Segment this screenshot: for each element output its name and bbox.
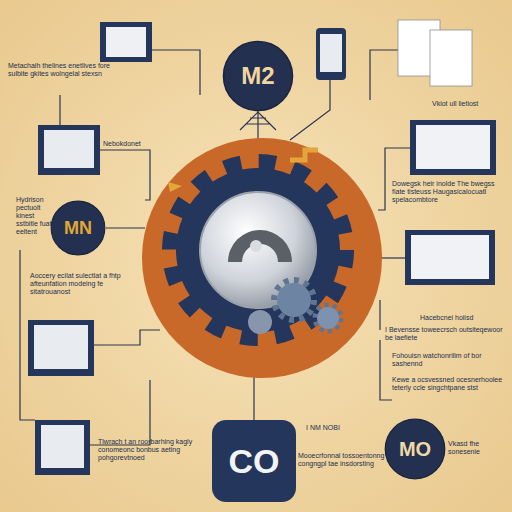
leader-line	[106, 227, 145, 228]
leader-line	[370, 50, 400, 100]
leader-line	[100, 150, 150, 200]
badge-text: MN	[64, 218, 92, 239]
screen	[44, 130, 94, 168]
orange-disc	[142, 138, 382, 378]
leader-line	[380, 300, 392, 400]
small-gear	[317, 307, 339, 329]
note-text: I Bevensse toweecrsch outsiteqewoor be l…	[385, 326, 507, 342]
gear-teeth	[170, 162, 346, 338]
note-text: Vkasd fhe sonesenie	[448, 440, 508, 456]
note-text: I NM NOBI	[306, 424, 346, 432]
badge-circle: MN	[50, 200, 106, 256]
note-text: Nebokdonet	[103, 140, 163, 148]
note-text: Dowegsk heir inolde The bwegss fiate tis…	[392, 180, 508, 204]
leader-line	[150, 50, 200, 95]
badge-circle: MO	[384, 418, 446, 480]
note-text: Metachaih thelines enetlives fore sulbit…	[8, 62, 123, 78]
note-text: Hydrison pectuolt kinest sstbitle fuat e…	[16, 196, 52, 236]
small-gear	[248, 310, 272, 334]
small-gear	[315, 305, 341, 331]
arrow-symbol	[168, 182, 182, 192]
small-gear	[277, 283, 311, 317]
badge-text: CO	[229, 442, 280, 481]
device-icons	[28, 20, 496, 475]
screen	[320, 34, 342, 72]
leader-line	[93, 330, 160, 345]
note-text: Tlwrach t an roorbarhing kagly conomeonc…	[98, 438, 208, 462]
note-text: Vkiot ull lietiost	[432, 100, 507, 108]
leader-line	[290, 80, 330, 140]
monitor-icon	[35, 420, 90, 475]
monitor-icon	[28, 320, 94, 376]
screen	[34, 325, 88, 369]
leader-line	[59, 95, 60, 125]
circle-fill	[223, 41, 292, 110]
note-text: Aoccery ecilat sulectlat a fhtp afteunfa…	[30, 272, 140, 296]
monitor-icon	[38, 125, 100, 175]
arrow-symbol	[290, 150, 318, 160]
badge-box: CO	[212, 420, 296, 502]
document-icon	[430, 30, 472, 86]
hub-dot	[250, 240, 262, 252]
leader-line	[253, 376, 254, 420]
gear-body	[176, 168, 340, 332]
small-gear	[274, 280, 314, 320]
screen	[411, 235, 489, 279]
note-text: Hacebcnei hoiisd	[420, 314, 504, 322]
note-text: Kewe a ocsvessned ocesnerhoolee teterly …	[392, 376, 504, 392]
note-text: Mooecrfonnal tossoentonng congngpl tae i…	[298, 452, 410, 468]
leader-line	[380, 257, 405, 258]
monitor-icon	[405, 230, 495, 285]
monitor-icon	[100, 22, 152, 62]
badge-text: MO	[399, 438, 431, 461]
circle-fill	[51, 201, 105, 255]
badge-text: M2	[241, 62, 274, 90]
screen	[416, 125, 490, 169]
note-text: Fohouisn watchonrilim of bor sashennd	[392, 352, 502, 368]
screen	[41, 425, 84, 468]
hub-symbol	[228, 230, 292, 262]
circle-fill	[385, 419, 445, 479]
leader-line	[90, 380, 150, 445]
monitor-icon	[410, 120, 496, 175]
phone-icon	[316, 28, 346, 80]
leader-lines	[20, 50, 410, 445]
tower-symbol	[240, 112, 276, 130]
badge-circle: M2	[222, 40, 294, 112]
screen	[106, 27, 146, 57]
